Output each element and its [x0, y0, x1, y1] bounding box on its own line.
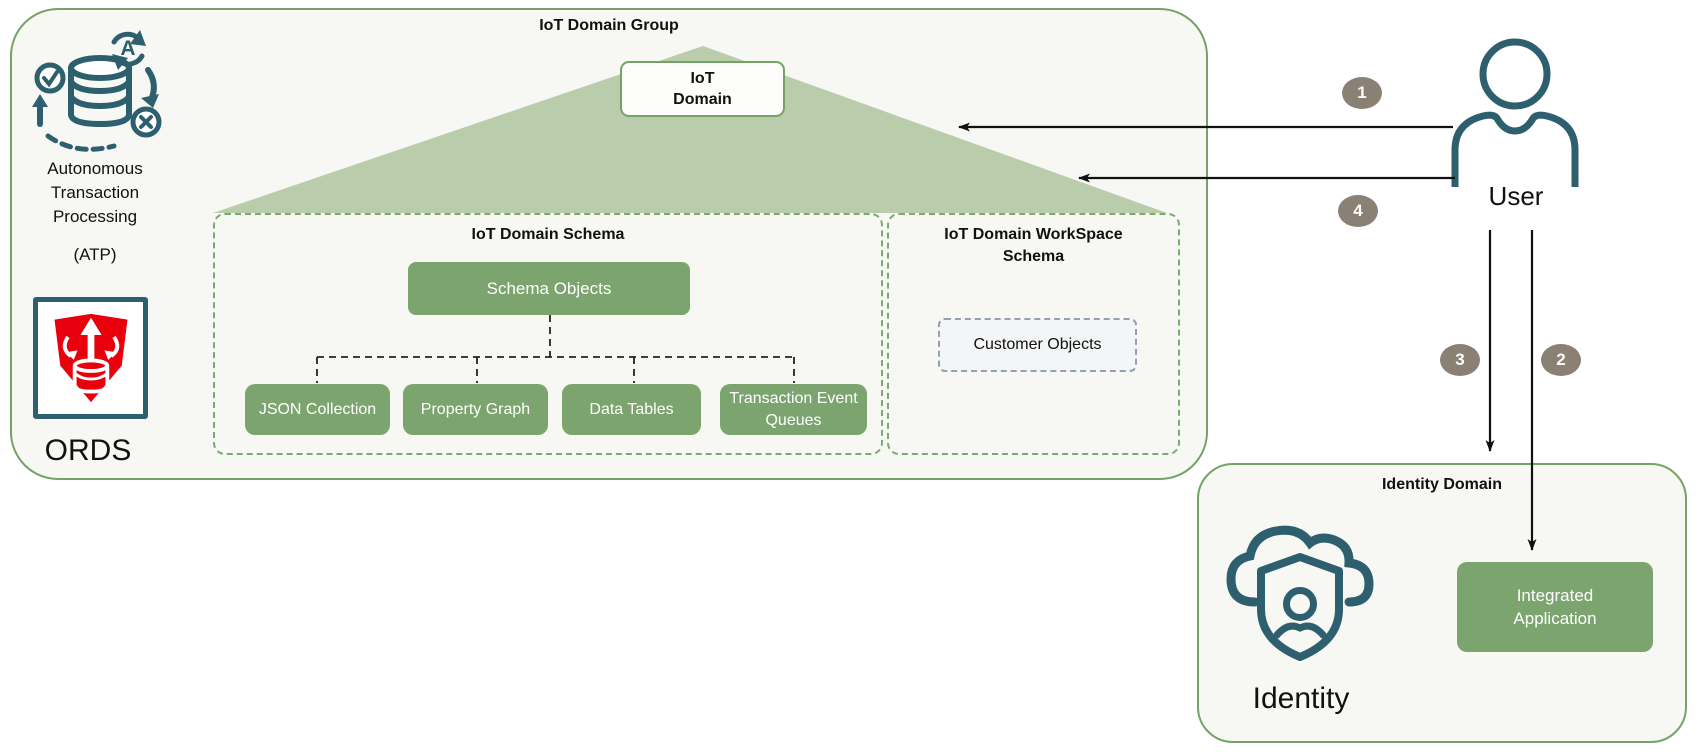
iot-domain-group-title: IoT Domain Group	[539, 17, 679, 34]
iot-domain-schema-title: IoT Domain Schema	[471, 226, 625, 243]
user-label: User	[1488, 181, 1544, 211]
iot-domain-workspace-schema-title: IoT Domain WorkSpace Schema	[944, 226, 1123, 265]
schema-child-transaction-event-queues: Transaction Event Queues	[720, 384, 867, 435]
schema-child-json-collection: JSON Collection	[245, 384, 390, 435]
user-person-icon	[1451, 38, 1579, 187]
flow-badge-1: 1	[1342, 77, 1382, 109]
schema-child-property-graph: Property Graph	[403, 384, 548, 435]
flow-badge-2: 2	[1541, 344, 1581, 376]
atp-label: Autonomous Transaction Processing	[47, 159, 143, 226]
identity-cloud-shield-icon	[1226, 525, 1374, 661]
ords-shield-database-icon	[54, 313, 127, 403]
iot-domain-schema-box	[213, 213, 883, 455]
atp-sublabel: (ATP)	[73, 245, 117, 264]
atp-database-icon: A	[32, 30, 162, 152]
flow-badge-4: 4	[1338, 195, 1378, 227]
schema-child-data-tables: Data Tables	[562, 384, 701, 435]
iot-domain-box: IoT Domain	[620, 61, 785, 117]
integrated-application-box: Integrated Application	[1457, 562, 1653, 652]
svg-text:A: A	[120, 37, 135, 60]
flow-badge-3: 3	[1440, 344, 1480, 376]
ords-label: ORDS	[44, 434, 132, 467]
customer-objects-box: Customer Objects	[938, 318, 1137, 372]
ords-frame	[33, 297, 148, 419]
schema-objects-box: Schema Objects	[408, 262, 690, 315]
identity-label: Identity	[1252, 682, 1350, 715]
iot-domain-workspace-schema-box	[887, 213, 1180, 455]
identity-domain-title: Identity Domain	[1381, 476, 1502, 493]
